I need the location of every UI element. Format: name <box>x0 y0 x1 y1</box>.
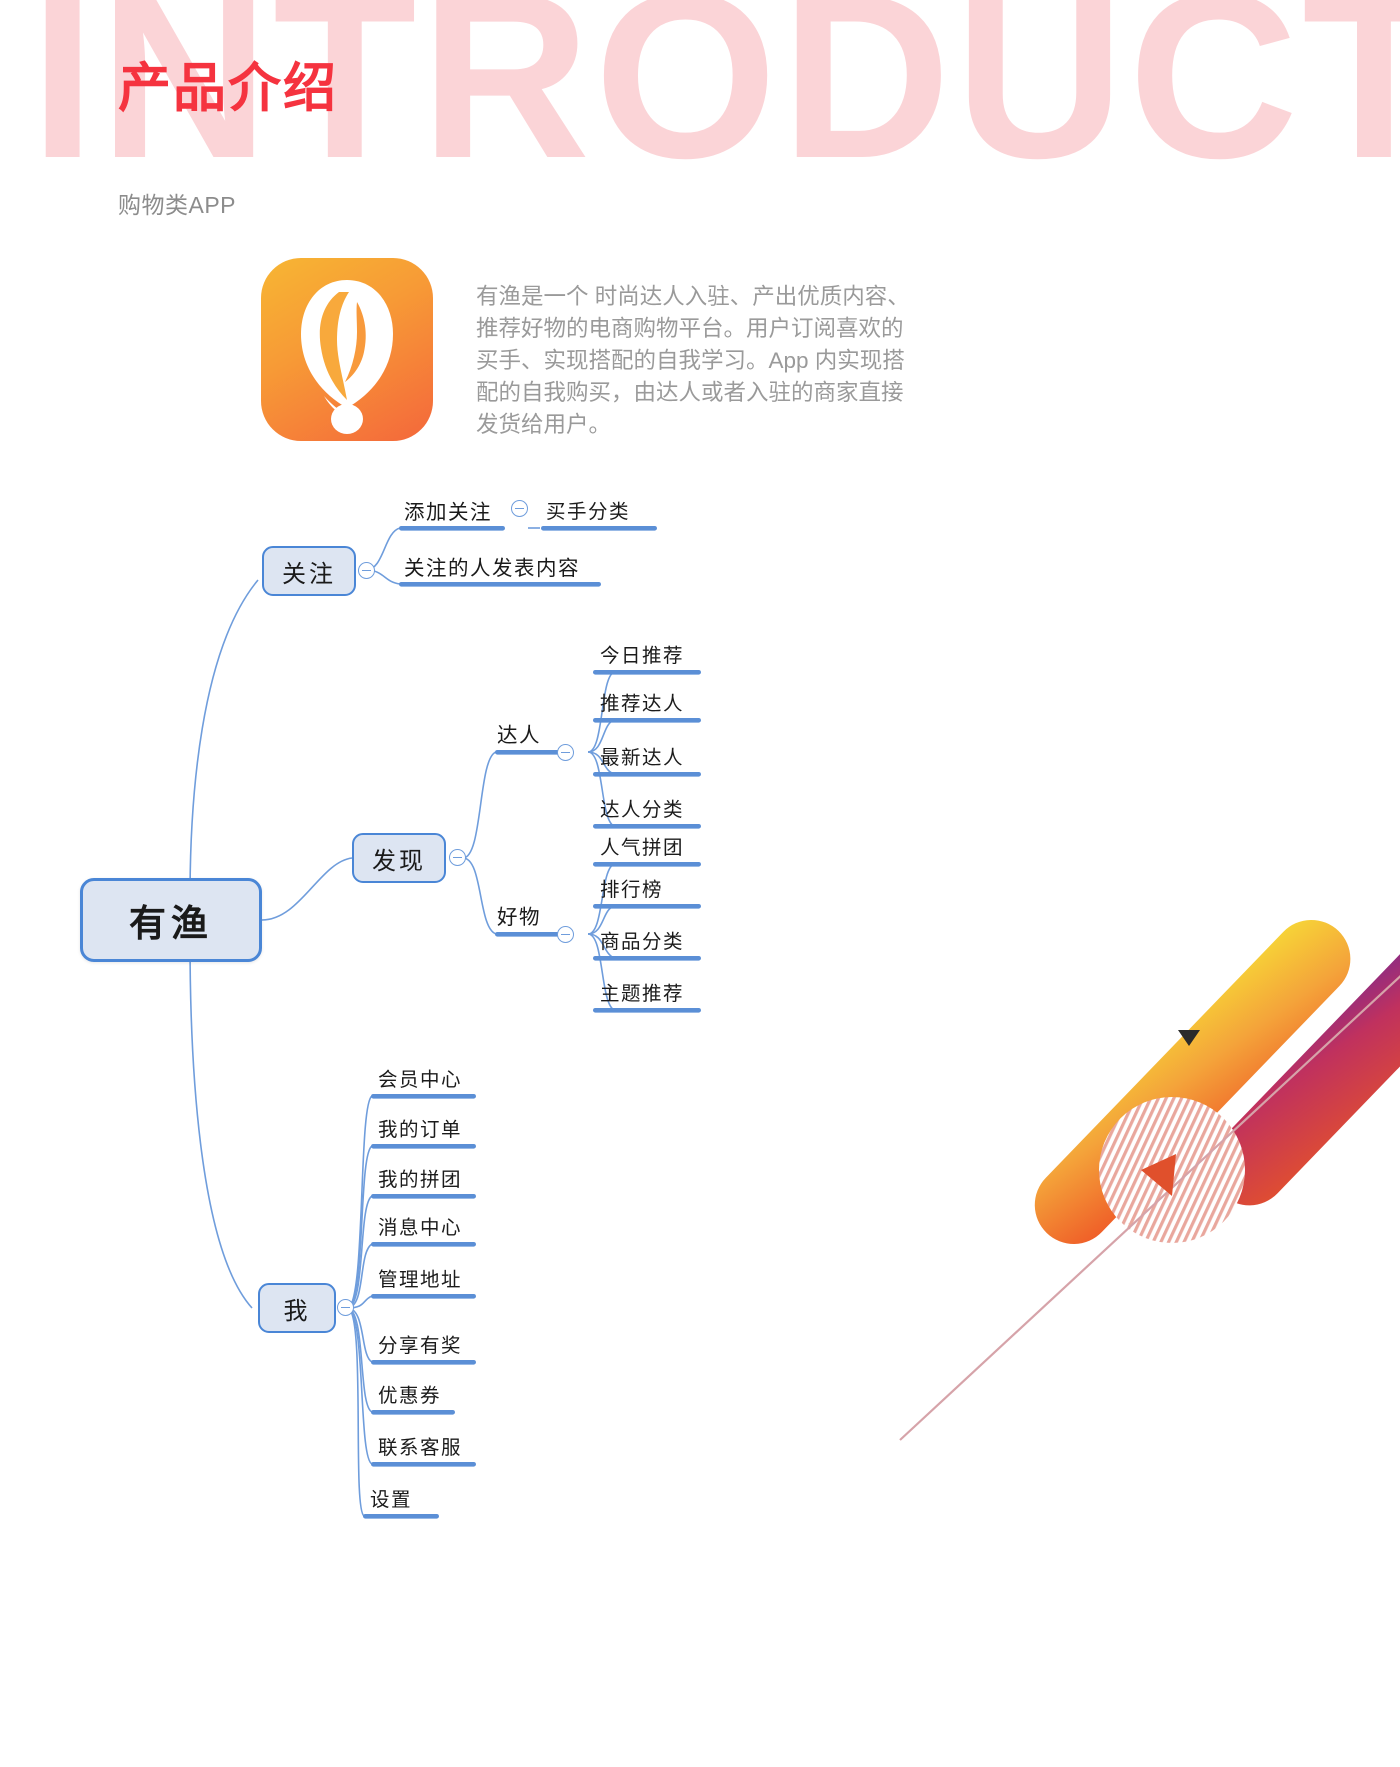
mindmap-node-faxian[interactable]: 发现 <box>352 833 446 883</box>
mindmap-root-node: 有渔 <box>80 878 262 962</box>
mindmap-leaf-youhuiquan[interactable]: 优惠券 <box>378 1385 442 1407</box>
mindmap-leaf-zuixindaren[interactable]: 最新达人 <box>600 747 685 769</box>
mindmap-node-label: 发现 <box>372 847 426 875</box>
collapse-toggle-daren[interactable] <box>557 744 574 761</box>
collapse-toggle-faxian[interactable] <box>449 849 466 866</box>
mindmap-leaf-huiyuanzhongxin[interactable]: 会员中心 <box>378 1069 463 1091</box>
collapse-toggle-tianjiaguanzhu[interactable] <box>511 500 528 517</box>
mindmap-leaf-paihangbang[interactable]: 排行榜 <box>600 879 664 901</box>
mindmap-leaf-guanzhuderenfabiaoneirong[interactable]: 关注的人发表内容 <box>404 557 580 580</box>
mindmap-node-label: 我 <box>283 1297 311 1325</box>
youyu-app-icon <box>261 258 433 441</box>
mindmap-leaf-fenxiangyoujiang[interactable]: 分享有奖 <box>378 1335 463 1357</box>
decorative-graphic <box>860 840 1400 1480</box>
app-description: 有渔是一个 时尚达人入驻、产出优质内容、 推荐好物的电商购物平台。用户订阅喜欢的… <box>476 284 910 437</box>
mindmap-leaf-renqipintuan[interactable]: 人气拼团 <box>600 837 685 859</box>
mindmap-node-guanzhu[interactable]: 关注 <box>262 546 356 596</box>
mindmap-leaf-wodedingdan[interactable]: 我的订单 <box>378 1119 463 1141</box>
page-subtitle: 购物类APP <box>118 192 237 218</box>
collapse-toggle-haowu[interactable] <box>557 926 574 943</box>
mindmap-root-label: 有渔 <box>129 903 213 944</box>
mindmap-leaf-zhutituijian[interactable]: 主题推荐 <box>600 983 685 1005</box>
mindmap-leaf-shezhi[interactable]: 设置 <box>370 1489 413 1511</box>
mindmap-leaf-shangpinfenlei[interactable]: 商品分类 <box>600 931 685 953</box>
mindmap-leaf-guanlidizhi[interactable]: 管理地址 <box>378 1269 463 1291</box>
collapse-toggle-guanzhu[interactable] <box>358 562 375 579</box>
mindmap-node-daren[interactable]: 达人 <box>497 724 541 747</box>
mindmap: 有渔 关注 发现 我 添加关注 买手分类 关注的人发表内容 达人 好物 今日推荐… <box>0 470 1000 1540</box>
mindmap-leaf-wodepintuan[interactable]: 我的拼团 <box>378 1169 463 1191</box>
mindmap-leaf-jinrituijian[interactable]: 今日推荐 <box>600 645 685 667</box>
mindmap-leaf-tianjiaguanzhu[interactable]: 添加关注 <box>404 501 492 524</box>
mindmap-node-label: 关注 <box>282 560 336 588</box>
mindmap-leaf-xiaoxizhongxin[interactable]: 消息中心 <box>378 1217 463 1239</box>
background-watermark-text: INTRODUCT <box>30 0 1400 207</box>
mindmap-leaf-lianxikefu[interactable]: 联系客服 <box>378 1437 463 1459</box>
mindmap-leaf-maishoufenlei[interactable]: 买手分类 <box>546 501 631 523</box>
mindmap-leaf-tuijiandaren[interactable]: 推荐达人 <box>600 693 685 715</box>
mindmap-leaf-darenfenlei[interactable]: 达人分类 <box>600 799 685 821</box>
mindmap-node-haowu[interactable]: 好物 <box>497 906 541 929</box>
page-title: 产品介绍 <box>118 59 338 118</box>
collapse-toggle-wo[interactable] <box>337 1299 354 1316</box>
mindmap-node-wo[interactable]: 我 <box>258 1283 336 1333</box>
